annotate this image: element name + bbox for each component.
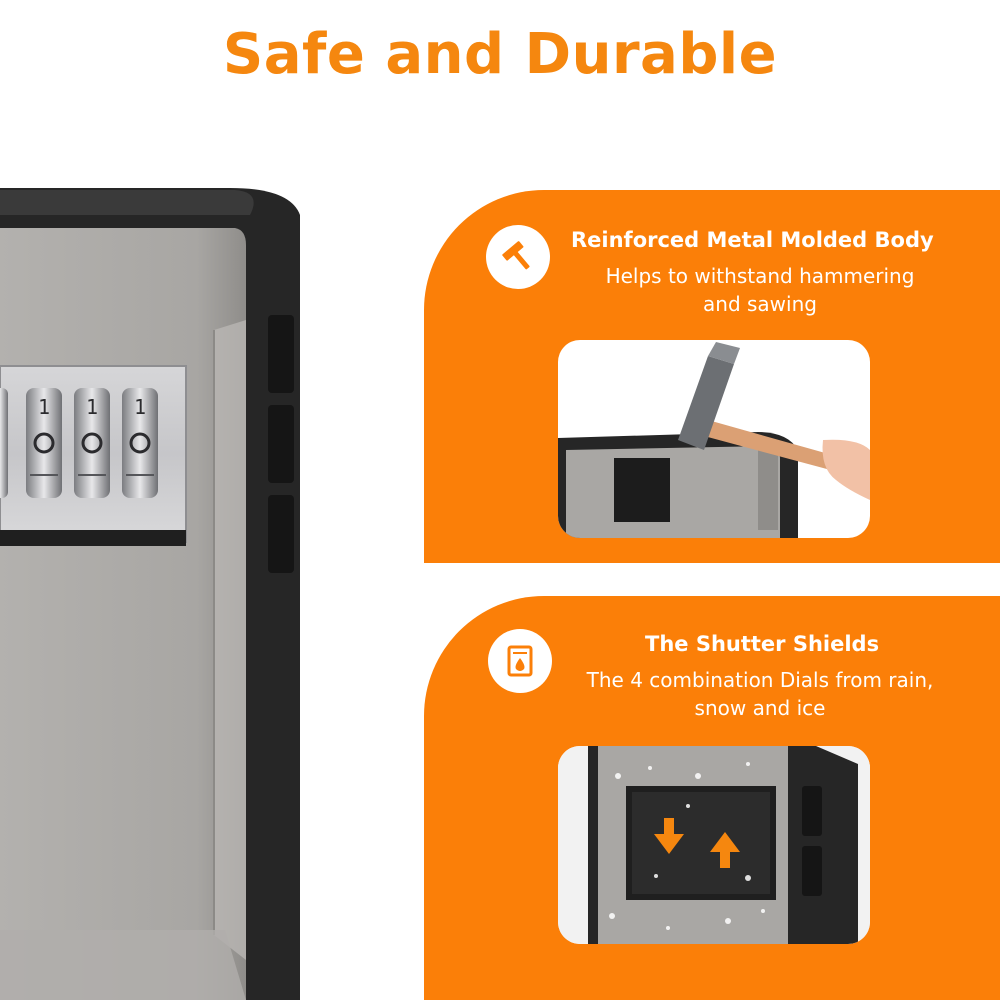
page-title: Safe and Durable: [222, 22, 778, 87]
feature-panel-shutter: The Shutter Shields The 4 combination Di…: [424, 596, 1000, 1000]
feature-description-line1: Helps to withstand hammering: [605, 264, 915, 288]
dial-digit: 1: [38, 395, 50, 419]
feature-title: Reinforced Metal Molded Body: [571, 228, 934, 252]
feature-title: The Shutter Shields: [645, 632, 880, 656]
dial-digit: 1: [86, 395, 98, 419]
hammer-icon-badge: [486, 225, 550, 289]
feature-description-line2: and sawing: [703, 292, 817, 316]
feature-description-line2: snow and ice: [694, 696, 826, 720]
rain-shield-icon: [507, 645, 533, 677]
feature-description-line1: The 4 combination Dials from rain,: [586, 668, 934, 692]
hammer-test-photo: [558, 340, 870, 538]
rain-shield-icon-badge: [488, 629, 552, 693]
lockbox-image: 1 1 1: [0, 188, 300, 1000]
shutter-photo: [558, 746, 870, 944]
dial-digit: 1: [134, 395, 146, 419]
hammer-icon: [502, 241, 530, 270]
feature-panel-metal-body: Reinforced Metal Molded Body Helps to wi…: [424, 190, 1000, 563]
